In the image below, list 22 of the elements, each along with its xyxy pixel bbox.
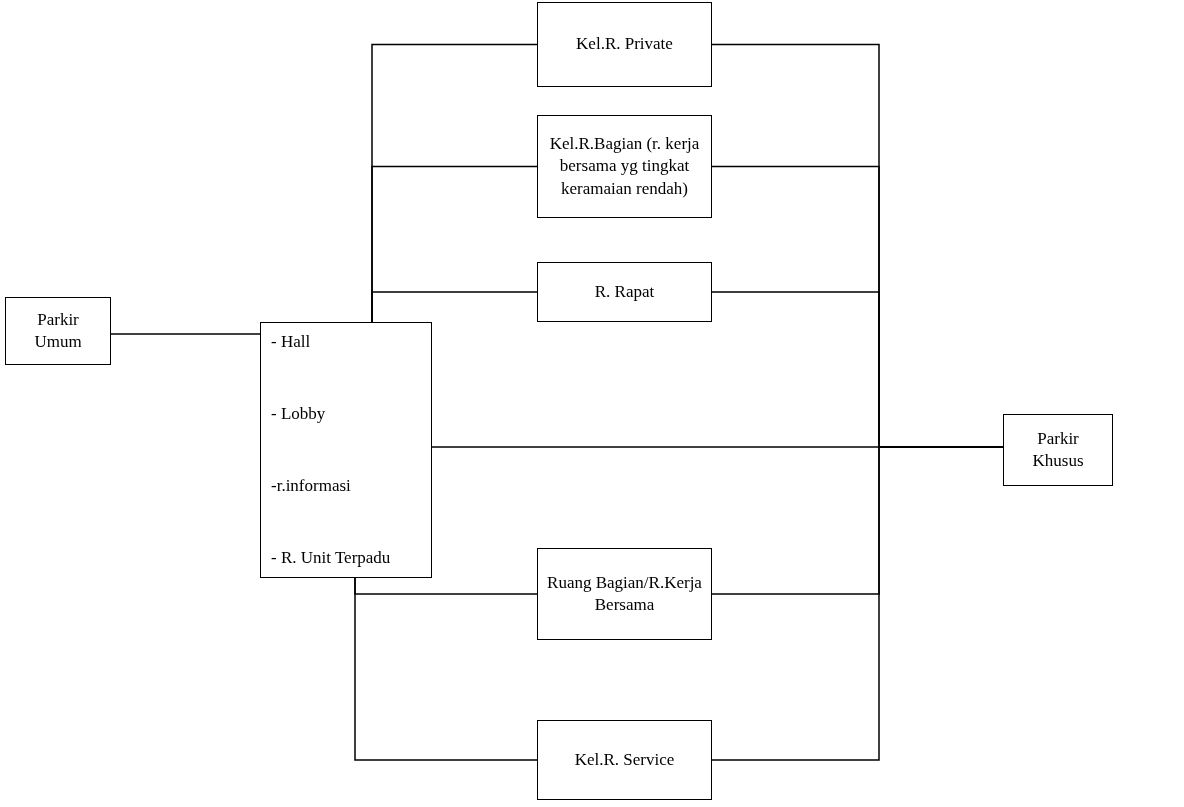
connector-line <box>354 577 538 761</box>
room-label: R. Rapat <box>594 280 655 303</box>
room-box <box>537 548 712 640</box>
connector-line <box>110 333 261 335</box>
room-label: - Lobby <box>271 402 326 425</box>
room-label: Kel.R.Bagian (r. kerja bersama yg tingkat keramaian rendah) <box>548 133 701 200</box>
room-label: Kel.R. Private <box>576 33 673 56</box>
room-label: Parkir Umum <box>33 308 83 353</box>
room-label: Parkir Khusus <box>1031 427 1085 472</box>
room-box <box>537 720 712 800</box>
room-box <box>260 322 432 578</box>
room-box <box>5 297 111 365</box>
room-box <box>537 262 712 322</box>
room-label: - Hall <box>271 331 311 353</box>
room-box <box>1003 414 1113 486</box>
room-label: Kel.R. Service <box>574 748 675 771</box>
room-label: -r.informasi <box>271 474 351 497</box>
room-label: - R. Unit Terpadu <box>271 546 391 569</box>
connector-line <box>371 291 538 323</box>
room-box <box>537 2 712 87</box>
room-box <box>537 115 712 218</box>
room-label: Ruang Bagian/R.Kerja Bersama <box>546 571 703 616</box>
